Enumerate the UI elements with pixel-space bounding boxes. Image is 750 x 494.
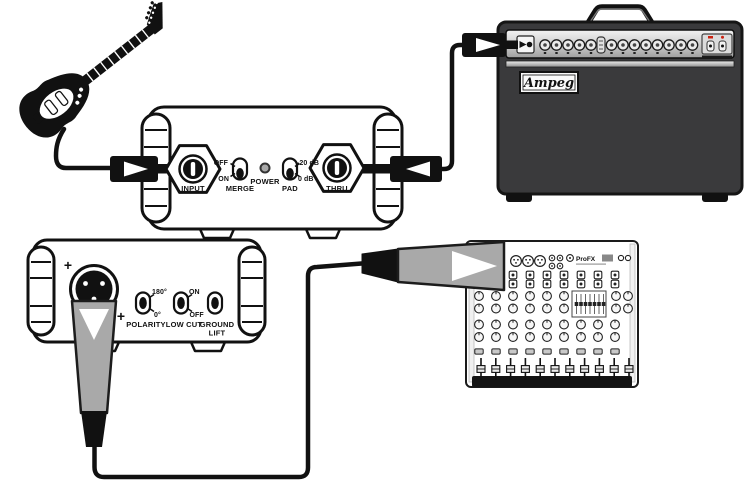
polarity-label: POLARITY — [126, 320, 166, 329]
amp-power-section — [701, 33, 733, 59]
guitar-pickguard — [38, 87, 75, 121]
polarity-switch — [134, 291, 155, 315]
guitar-tuners — [145, 1, 158, 24]
merge-label: MERGE — [226, 184, 255, 193]
mixer: ProFX — [465, 240, 639, 388]
input-label: INPUT — [181, 184, 205, 193]
guitar-control-knobs — [75, 87, 84, 105]
mixer-base — [472, 376, 632, 387]
amp-front-trim — [505, 60, 735, 68]
xlr-cable-connector-down — [70, 299, 118, 447]
arrow-right-icon — [452, 251, 497, 281]
merge-switch — [230, 157, 249, 181]
low-cut-switch — [172, 291, 193, 315]
ground-lift-label-1: GROUND — [200, 320, 235, 329]
guitar-pickup — [54, 90, 69, 107]
guitar-amp: Ampeg — [496, 4, 744, 202]
di-box-rear: + + 180° 0° POLARITY ON OFF LOW CUT GROU… — [26, 238, 267, 353]
xlr-cable — [92, 260, 371, 480]
amp-input-jack — [516, 35, 535, 54]
mixer-model-badge — [602, 254, 613, 262]
mixer-phones-jack — [624, 254, 632, 262]
plus-icon: + — [117, 308, 125, 324]
mixer-mute-buttons — [474, 348, 620, 355]
thru-label: THRU — [326, 184, 348, 193]
thru-plug — [358, 156, 442, 182]
pad-label: PAD — [282, 184, 298, 193]
mixer-xlr-inputs — [510, 255, 547, 267]
pad-0-label: 0 dB — [298, 176, 314, 183]
pad-minus20-label: -20 dB — [297, 160, 319, 167]
amp-pilot-light — [708, 36, 713, 39]
mixer-side-rail — [629, 243, 636, 383]
amp-foot — [702, 193, 728, 202]
xlr-cable-connector-right — [361, 240, 506, 292]
di-box-front: INPUT OFF ON MERGE POWER -20 dB 0 dB PAD… — [110, 105, 442, 240]
pad-switch — [281, 157, 300, 181]
guitar-cable — [53, 126, 115, 171]
amp-handle-highlight — [589, 8, 651, 23]
amp-logo-plate: Ampeg — [519, 71, 579, 94]
arrow-right-icon — [124, 161, 148, 177]
ground-lift-label-2: LIFT — [209, 329, 226, 338]
amp-power-led — [721, 35, 724, 39]
merge-on-label: ON — [218, 176, 229, 183]
mixer-phones-jack — [617, 254, 625, 262]
thru-to-amp-cable — [437, 42, 469, 172]
guitar-tailpiece — [32, 113, 43, 124]
arrow-left-icon — [406, 161, 430, 177]
low-cut-off-label: OFF — [190, 312, 205, 319]
electric-guitar — [19, 1, 163, 138]
amp-input-plug — [462, 33, 518, 57]
thru-jack — [308, 143, 366, 193]
guitar-headstock — [146, 2, 163, 35]
mixer-logo-text: ProFX — [576, 256, 596, 263]
power-led — [259, 162, 271, 174]
guitar-pickup — [44, 99, 59, 116]
amp-channel-switch-marks — [599, 40, 603, 50]
arrow-down-icon — [79, 309, 109, 340]
mixer-logo: ProFX — [566, 254, 613, 265]
amp-handle — [585, 4, 655, 25]
amp-foot — [506, 193, 532, 202]
arrow-right-icon — [476, 38, 500, 52]
input-jack — [164, 144, 222, 194]
polarity-180-label: 180° — [152, 288, 167, 296]
amp-model-badge — [702, 55, 732, 59]
di-bumper-left — [26, 245, 56, 337]
plus-icon: + — [64, 257, 72, 273]
merge-off-label: OFF — [214, 160, 229, 167]
power-label: POWER — [250, 177, 280, 186]
low-cut-label: LOW CUT — [166, 320, 203, 329]
arrow-right-icon — [519, 41, 527, 48]
polarity-0-label: 0° — [154, 311, 161, 319]
ground-lift-switch — [206, 291, 224, 315]
amp-logo-text: Ampeg — [522, 76, 574, 91]
di-bumper-right — [237, 245, 267, 337]
low-cut-on-label: ON — [189, 289, 200, 296]
